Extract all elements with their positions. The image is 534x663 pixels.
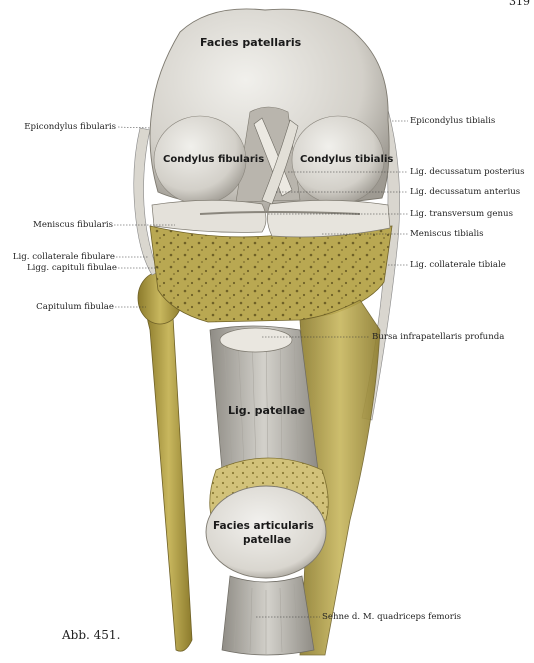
label-meniscus-tibialis: Meniscus tibialis [410,229,484,239]
label-condylus-fibularis: Condylus fibularis [163,154,265,165]
label-lig-decussatum-posterius: Lig. decussatum posterius [410,167,525,177]
facies-articularis-patellae [205,485,327,579]
label-epicondylus-tibialis: Epicondylus tibialis [410,116,496,126]
label-bursa-infrapatellaris: Bursa infrapatellaris profunda [372,332,505,342]
label-lig-decussatum-anterius: Lig. decussatum anterius [410,187,521,197]
label-lig-collaterale-tibiale: Lig. collaterale tibiale [410,260,506,270]
meniscus-fibularis [151,199,267,233]
label-lig-patellae: Lig. patellae [228,404,306,417]
label-lig-collaterale-fibulare: Lig. collaterale fibulare [12,252,115,262]
label-epicondylus-fibularis: Epicondylus fibularis [24,122,116,132]
label-capitulum-fibulae: Capitulum fibulae [36,302,114,312]
label-condylus-tibialis: Condylus tibialis [300,154,394,165]
label-lig-transversum-genus: Lig. transversum genus [410,209,513,219]
fibula-shaft [145,283,193,652]
leader-epicondylus-fibularis [117,126,151,129]
label-facies-articularis: Facies articularis [213,520,314,532]
label-meniscus-fibularis: Meniscus fibularis [33,220,113,230]
bursa-infrapatellaris [219,327,293,353]
meniscus-tibialis [267,199,391,238]
label-ligg-capituli-fibulae: Ligg. capituli fibulae [26,263,117,273]
quadriceps-tendon [221,575,315,656]
figure-label: Abb. 451. [62,628,121,642]
lig-transversum-genus [199,211,361,215]
label-quadriceps-tendon: Sehne d. M. quadriceps femoris [322,612,462,622]
tibia-shaft [299,299,381,656]
label-facies-patellaris: Facies patellaris [200,36,302,49]
label-facies-articularis-patellae: patellae [243,534,292,546]
page-number: 319 [509,0,530,8]
